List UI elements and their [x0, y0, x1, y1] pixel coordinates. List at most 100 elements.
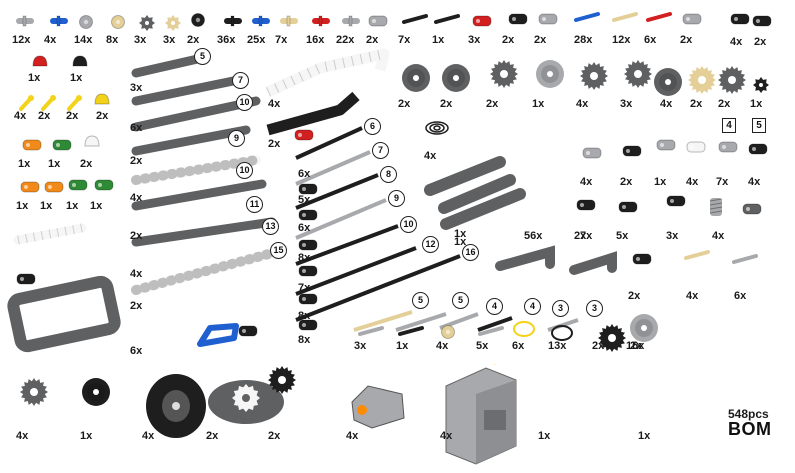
count-label: 4x: [130, 268, 142, 280]
length-mark: 10: [400, 216, 417, 233]
part-conn: [366, 12, 390, 35]
count-label: 28x: [574, 34, 592, 46]
count-label: 1x: [66, 200, 78, 212]
count-label: 56x: [524, 230, 542, 242]
axle-16: [296, 256, 460, 320]
count-label: 8x: [298, 334, 310, 346]
box-mark: 4: [722, 118, 736, 133]
count-label: 4x: [686, 176, 698, 188]
part-conn: [684, 138, 708, 161]
part-conn: [236, 322, 260, 345]
count-label: 1x: [40, 200, 52, 212]
count-label: 6x: [298, 222, 310, 234]
count-label: 14x: [74, 34, 92, 46]
count-label: 2x: [574, 230, 586, 242]
count-label: 2x: [718, 98, 730, 110]
count-label: 2x: [268, 430, 280, 442]
count-label: 2x: [690, 98, 702, 110]
part-conn: [18, 178, 42, 201]
part-gear: [488, 58, 520, 95]
count-label: 2x: [440, 98, 452, 110]
part-battery: [440, 364, 520, 473]
count-label: 6x: [130, 345, 142, 357]
count-label: 2x: [66, 110, 78, 122]
part-conn: [292, 126, 316, 149]
count-label: 12x: [612, 34, 630, 46]
count-label: 1x: [396, 340, 408, 352]
count-label: 7x: [298, 282, 310, 294]
count-label: 1x: [18, 158, 30, 170]
count-label: 1x: [28, 72, 40, 84]
part-gear: [716, 64, 748, 101]
beam-11: [136, 184, 262, 206]
count-label: 7x: [275, 34, 287, 46]
count-label: 4x: [730, 36, 742, 48]
count-label: 3x: [468, 34, 480, 46]
count-label: 8x: [298, 310, 310, 322]
part-pin: [340, 14, 362, 33]
part-wheel: [534, 58, 566, 95]
part-conn: [42, 178, 66, 201]
count-label: 2x: [187, 34, 199, 46]
count-label: 2x: [620, 176, 632, 188]
count-label: 1x: [532, 98, 544, 110]
count-label: 16x: [306, 34, 324, 46]
part-axle: [646, 10, 672, 28]
count-label: 3x: [354, 340, 366, 352]
part-gear: [578, 60, 610, 97]
part-worm: [706, 196, 726, 223]
count-label: 7x: [398, 34, 410, 46]
part-conn: [664, 192, 688, 215]
part-motor: [346, 376, 410, 437]
part-axle: [684, 248, 710, 266]
count-label: 2x: [80, 158, 92, 170]
part-pin: [222, 14, 244, 33]
part-shock: [196, 322, 240, 355]
part-cap: [82, 132, 102, 157]
part-conn: [506, 10, 530, 33]
count-label: 4x: [424, 150, 436, 162]
count-label: 4x: [346, 430, 358, 442]
count-label: 2x: [206, 430, 218, 442]
beam-7: [136, 80, 238, 101]
count-label: 4x: [16, 430, 28, 442]
length-mark: 5: [412, 292, 429, 309]
length-mark: 3: [586, 300, 603, 317]
part-axle: [574, 10, 600, 28]
count-label: 2x: [754, 36, 766, 48]
count-label: 1x: [70, 72, 82, 84]
part-conn: [536, 10, 560, 33]
black-angled-beam: [268, 96, 356, 130]
length-mark: 11: [246, 196, 263, 213]
count-label: 1x: [750, 98, 762, 110]
length-mark: 9: [388, 190, 405, 207]
count-label: 2x: [628, 290, 640, 302]
part-conn: [654, 136, 678, 159]
part-bush: [190, 12, 206, 33]
count-label: 4x: [130, 192, 142, 204]
part-spring: [424, 118, 450, 143]
l-beam-a: [500, 252, 550, 266]
count-label: 4x: [268, 98, 280, 110]
length-mark: 5: [194, 48, 211, 65]
part-conn: [66, 176, 90, 199]
count-label: 5x: [476, 340, 488, 352]
count-label: 5x: [298, 194, 310, 206]
count-label: 2x: [502, 34, 514, 46]
part-gear: [18, 376, 50, 413]
l-beam-b: [574, 258, 612, 270]
count-label: 1x: [538, 430, 550, 442]
part-pin: [250, 14, 272, 33]
length-mark: 15: [270, 242, 287, 259]
part-conn: [716, 138, 740, 161]
part-axle: [402, 12, 428, 30]
part-conn: [746, 140, 770, 163]
bom-title: BOM: [728, 419, 772, 440]
count-label: 2x: [486, 98, 498, 110]
count-label: 25x: [247, 34, 265, 46]
part-axle: [612, 10, 638, 28]
count-label: 4x: [576, 98, 588, 110]
count-label: 1x: [16, 200, 28, 212]
part-conn: [14, 270, 38, 293]
count-label: 4x: [436, 340, 448, 352]
